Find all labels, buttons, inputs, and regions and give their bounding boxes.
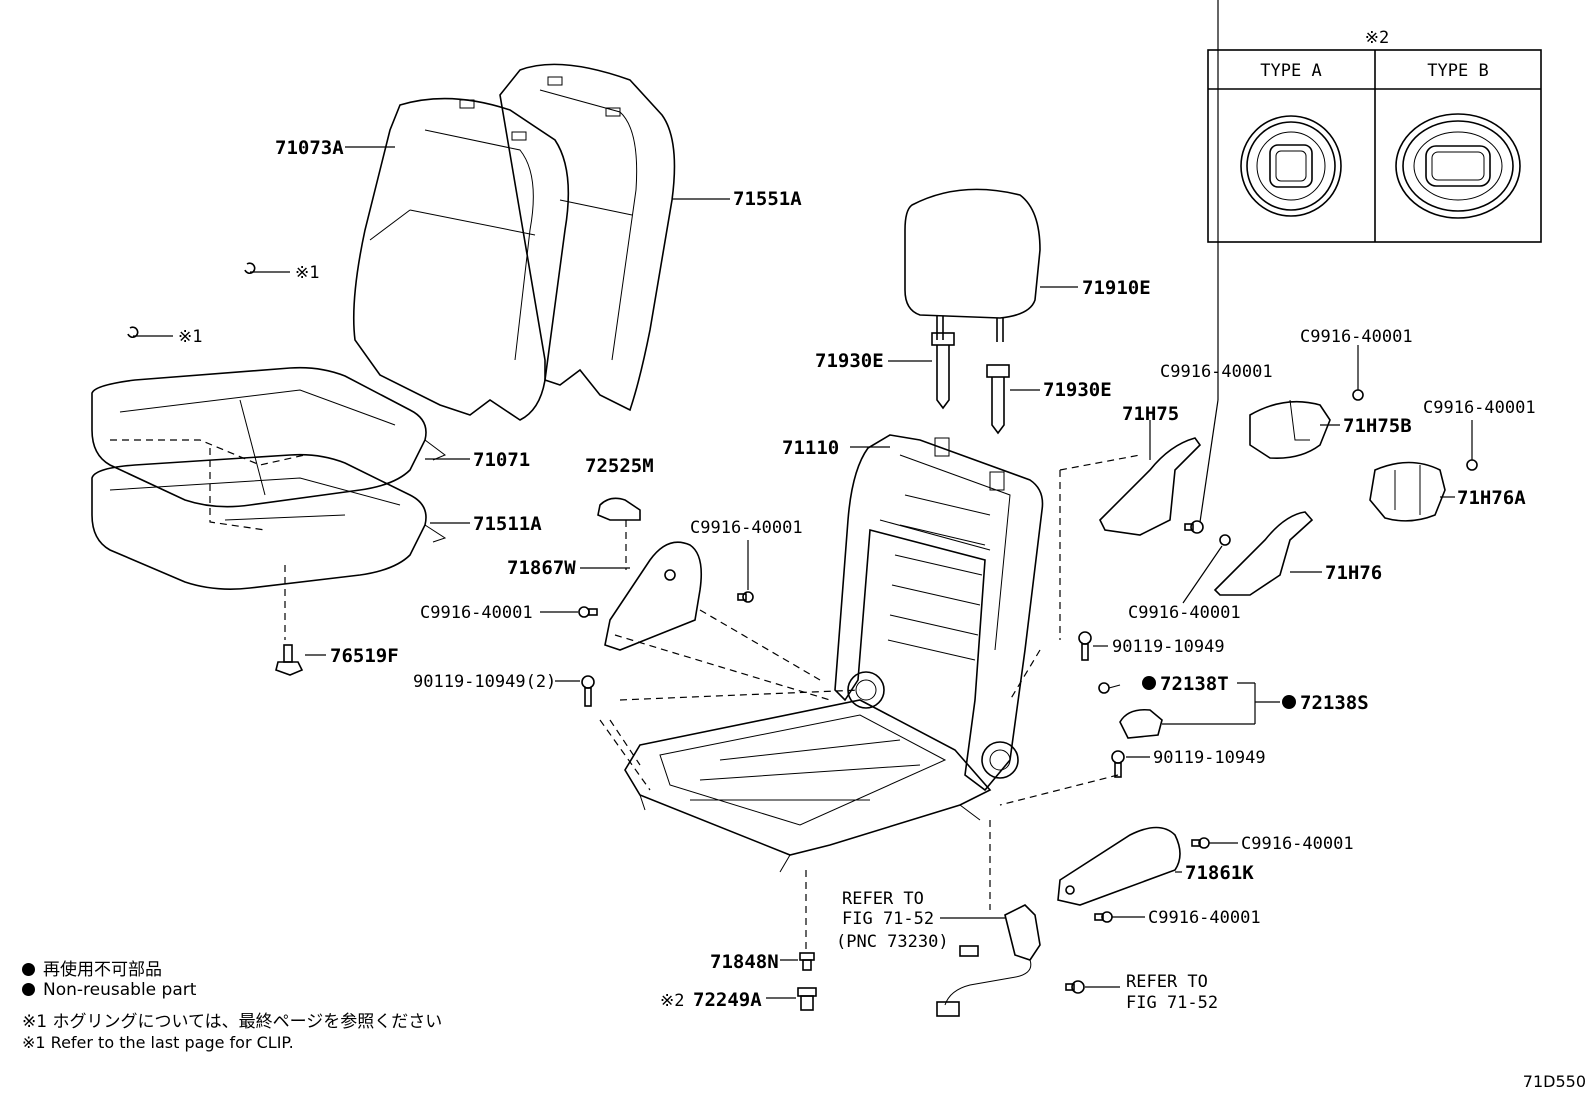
seatback-frame-outline [834, 434, 1044, 792]
nonreusable-dot-icon [1282, 695, 1296, 709]
pin-71848n-outline [799, 952, 815, 971]
headrest-outline [904, 188, 1041, 342]
label-refer-2-line2: FIG 71-52 [1126, 993, 1218, 1013]
label-c9916-d: C9916-40001 [1300, 327, 1413, 347]
cover-71h76a-outline [1369, 461, 1446, 522]
label-71848n: 71848N [710, 951, 779, 973]
label-c9916-g: C9916-40001 [1241, 834, 1354, 854]
screw-icon [1352, 389, 1364, 401]
label-refer-1-line1: REFER TO [842, 889, 924, 909]
clip-76519f-outline [275, 644, 304, 676]
label-71h76: 71H76 [1325, 562, 1382, 584]
label-c9916-f: C9916-40001 [1128, 603, 1241, 623]
seat-cushion-frame-outline [624, 699, 992, 873]
legend-clip-note-en: ※1 Refer to the last page for CLIP. [22, 1033, 294, 1052]
type-inset-table: ※2 TYPE A TYPE B [1207, 28, 1542, 243]
screw-icon [737, 591, 754, 603]
label-71867w: 71867W [507, 557, 576, 579]
nonreusable-dot-icon [1142, 676, 1156, 690]
cover-71861k-outline [1057, 826, 1181, 906]
label-71930e-a: 71930E [815, 350, 884, 372]
label-72249a: 72249A [693, 989, 762, 1011]
nonreusable-dot-icon [22, 983, 35, 996]
screw-icon [1184, 520, 1204, 534]
label-c9916-h: C9916-40001 [1148, 908, 1261, 928]
label-72138s: 72138S [1300, 692, 1369, 714]
label-c9916-e: C9916-40001 [1423, 398, 1536, 418]
label-71h75b: 71H75B [1343, 415, 1412, 437]
bolt-icon [1078, 631, 1092, 661]
screw-icon [1094, 911, 1113, 923]
seat-cushion-pad-outline [91, 453, 447, 590]
label-71511a: 71511A [473, 513, 542, 535]
seatback-pad-outline [499, 63, 676, 412]
label-ref2-mark: ※2 [660, 991, 684, 1011]
legend-clip-note-jp: ※1 ホグリングについては、最終ページを参照ください [22, 1012, 443, 1032]
nonreusable-dot-icon [22, 963, 35, 976]
label-90119-x2: 90119-10949(2) [413, 672, 556, 692]
label-71h76a: 71H76A [1457, 487, 1526, 509]
type-a-header: TYPE A [1260, 61, 1321, 81]
label-71551a: 71551A [733, 188, 802, 210]
legend-nonreusable-en-text: Non-reusable part [43, 980, 197, 1000]
label-71h75: 71H75 [1122, 403, 1179, 425]
clip-hook-icon [127, 326, 139, 338]
screw-icon [1191, 837, 1210, 849]
seatback-cover-outline [352, 97, 570, 421]
legend-nonreusable-en: Non-reusable part [22, 980, 196, 1000]
label-71073a: 71073A [275, 137, 344, 159]
label-71861k: 71861K [1185, 862, 1254, 884]
label-refer-2-line1: REFER TO [1126, 972, 1208, 992]
label-clip-ref-1: ※1 [295, 263, 319, 283]
bolt-icon [1065, 980, 1085, 994]
label-90119-b: 90119-10949 [1153, 748, 1266, 768]
label-71910e: 71910E [1082, 277, 1151, 299]
cover-71867w-outline [604, 541, 703, 651]
label-71110: 71110 [782, 437, 839, 459]
bolt-icon [1111, 750, 1125, 778]
cap-72138t-outline [1098, 682, 1121, 694]
label-90119-a: 90119-10949 [1112, 637, 1225, 657]
label-refer-1-line3: (PNC 73230) [836, 932, 949, 952]
label-71930e-b: 71930E [1043, 379, 1112, 401]
headrest-support-a-outline [931, 332, 955, 410]
label-clip-ref-2: ※1 [178, 327, 202, 347]
type-b-grommet [1395, 113, 1521, 219]
type-b-header: TYPE B [1427, 61, 1488, 81]
seatbelt-buckle-outline [936, 904, 1041, 1017]
legend-nonreusable-jp: 再使用不可部品 [22, 955, 162, 980]
bracket-71h76-outline [1213, 511, 1314, 596]
clip-hook-icon [244, 262, 256, 274]
diagram-code: 71D550 [1522, 1072, 1586, 1091]
screw-icon [1466, 459, 1478, 471]
bolt-icon [581, 675, 595, 707]
inset-ref-mark: ※2 [1365, 28, 1389, 48]
cover-72138s-outline [1119, 708, 1163, 739]
label-refer-1-line2: FIG 71-52 [842, 909, 934, 929]
cap-72249a-outline [797, 987, 817, 1011]
label-72138t: 72138T [1160, 673, 1229, 695]
screw-icon [1219, 534, 1231, 546]
screw-icon [578, 606, 598, 618]
label-c9916-c: C9916-40001 [1160, 362, 1273, 382]
type-a-grommet [1240, 115, 1342, 217]
label-c9916-a: C9916-40001 [690, 518, 803, 538]
headrest-support-b-outline [986, 364, 1010, 435]
knob-72525m-outline [597, 497, 641, 521]
cover-71h75b-outline [1249, 399, 1331, 460]
label-c9916-b: C9916-40001 [420, 603, 533, 623]
label-72525m: 72525M [585, 455, 654, 477]
label-76519f: 76519F [330, 645, 399, 667]
label-71071: 71071 [473, 449, 530, 471]
bracket-71h75-outline [1099, 437, 1202, 536]
legend-nonreusable-jp-text: 再使用不可部品 [43, 960, 162, 980]
seat-cushion-cover-outline [91, 366, 446, 508]
